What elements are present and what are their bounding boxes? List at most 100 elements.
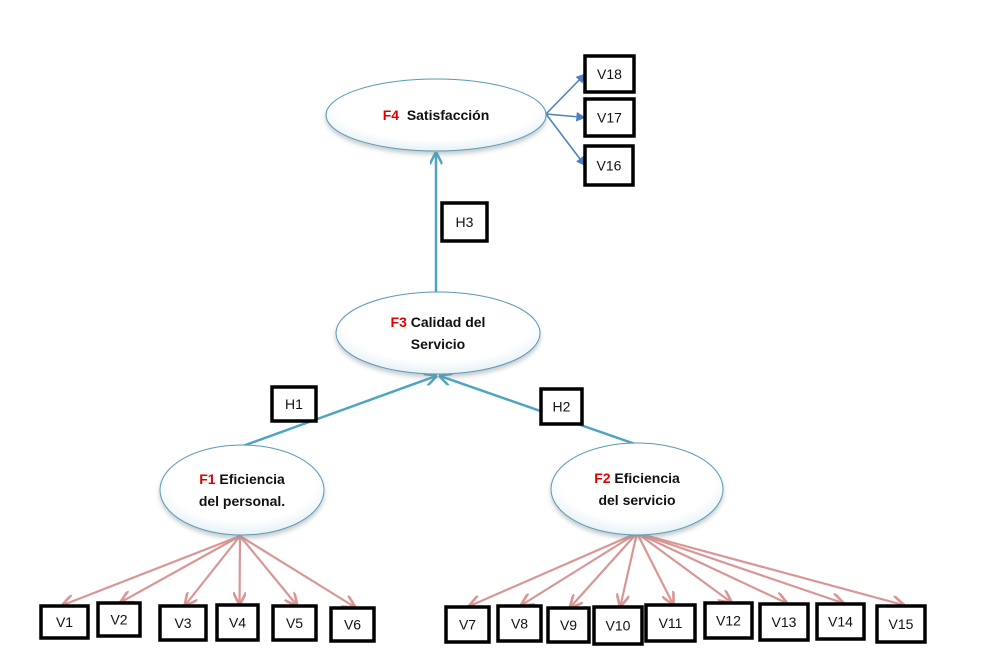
box-label: V14	[828, 614, 853, 630]
path-H2-arrow	[440, 376, 639, 447]
box-label: V5	[286, 615, 303, 631]
indicator-arrow-V17	[545, 111, 586, 122]
path-H1-arrow	[239, 376, 436, 449]
indicator-arrow-V18	[545, 73, 586, 115]
factor-label: F3 Calidad del	[391, 314, 486, 330]
indicator-arrow-V13	[636, 532, 786, 603]
box-frame	[444, 605, 491, 644]
factor-code: F2	[594, 470, 614, 486]
box-frame	[539, 387, 584, 426]
factor-node-F4: F4 Satisfacción	[325, 78, 547, 152]
hypothesis-box-H1: H1	[270, 385, 318, 423]
factor-label-line: Servicio	[411, 336, 465, 352]
factor-name: Calidad del	[411, 314, 486, 330]
box-frame	[440, 201, 489, 243]
indicator-arrow-V7	[470, 531, 638, 606]
factor-ellipse	[159, 444, 325, 536]
indicator-box-V6: V6	[329, 606, 376, 643]
factor-name: Eficiencia	[219, 471, 285, 487]
indicator-box-V14: V14	[815, 602, 866, 641]
factor-ellipse	[325, 78, 547, 152]
factor-code: F1	[199, 471, 219, 487]
factor-code: F4	[383, 107, 407, 123]
indicator-box-V8: V8	[496, 604, 543, 643]
hypothesis-box-H3: H3	[440, 201, 489, 243]
box-label: V17	[597, 110, 622, 126]
factor-name: del personal.	[199, 493, 285, 509]
box-label: V9	[560, 617, 577, 633]
indicator-arrow-V6	[239, 535, 355, 607]
box-label: V3	[174, 615, 191, 631]
indicator-box-V10: V10	[592, 605, 644, 646]
box-label: V11	[659, 615, 683, 631]
box-label: V4	[229, 615, 246, 631]
box-frame	[271, 604, 318, 642]
indicator-box-V4: V4	[215, 603, 260, 642]
indicator-box-V18: V18	[583, 54, 636, 94]
box-frame	[270, 385, 318, 423]
indicator-box-V1: V1	[39, 604, 90, 640]
box-frame	[758, 602, 810, 642]
box-frame	[583, 144, 635, 187]
indicator-arrow-V1	[63, 534, 241, 605]
box-frame	[815, 602, 866, 641]
indicator-box-V7: V7	[444, 605, 491, 644]
factor-ellipse	[335, 291, 541, 375]
indicator-arrow-V11	[636, 532, 673, 604]
box-frame	[592, 605, 644, 646]
box-frame	[644, 603, 697, 643]
box-label: H3	[456, 214, 474, 230]
factor-name: Satisfacción	[407, 107, 489, 123]
indicator-arrow-V15	[636, 531, 903, 605]
indicator-arrow-V9	[571, 532, 638, 607]
box-frame	[583, 97, 636, 138]
indicator-box-V13: V13	[758, 602, 810, 642]
indicator-box-V2: V2	[96, 601, 142, 638]
box-frame	[583, 54, 636, 94]
box-frame	[96, 601, 142, 638]
box-frame	[215, 603, 260, 642]
hypothesis-box-H2: H2	[539, 387, 584, 426]
box-frame	[875, 604, 927, 644]
box-label: V18	[597, 66, 622, 82]
indicator-arrow-V8	[522, 532, 638, 605]
indicator-box-V16: V16	[583, 144, 635, 187]
indicator-arrow-V2	[121, 535, 241, 602]
factor-name: del servicio	[598, 492, 675, 508]
box-frame	[329, 606, 376, 643]
factor-name: Eficiencia	[614, 470, 680, 486]
box-label: V2	[110, 612, 127, 628]
factor-label-line: del servicio	[598, 492, 675, 508]
factor-label-line: del personal.	[199, 493, 285, 509]
factor-name: Servicio	[411, 336, 465, 352]
indicator-box-V3: V3	[158, 604, 208, 642]
factor-node-F1: F1 Eficiencia del personal.	[159, 444, 325, 536]
indicator-arrow-V16	[545, 113, 586, 167]
box-label: H1	[285, 396, 303, 412]
indicator-arrow-V3	[185, 535, 241, 605]
indicator-box-V5: V5	[271, 604, 318, 642]
factor-label: F1 Eficiencia	[199, 471, 285, 487]
factor-code: F3	[391, 314, 411, 330]
factor-ellipse	[550, 442, 724, 536]
factor-node-F2: F2 Eficiencia del servicio	[550, 442, 724, 536]
box-label: V8	[511, 616, 528, 632]
box-label: V6	[344, 617, 361, 633]
box-label: V10	[606, 618, 631, 634]
box-label: V7	[459, 617, 476, 633]
indicator-arrow-V10	[620, 532, 639, 606]
box-frame	[158, 604, 208, 642]
box-label: H2	[553, 399, 571, 415]
box-frame	[546, 606, 591, 644]
box-label: V15	[889, 616, 914, 632]
box-label: V16	[597, 158, 622, 174]
indicator-box-V9: V9	[546, 606, 591, 644]
indicator-box-V11: V11	[644, 603, 697, 643]
box-label: V13	[772, 614, 797, 630]
box-frame	[39, 604, 90, 640]
indicator-box-V15: V15	[875, 604, 927, 644]
box-label: V1	[56, 614, 73, 630]
